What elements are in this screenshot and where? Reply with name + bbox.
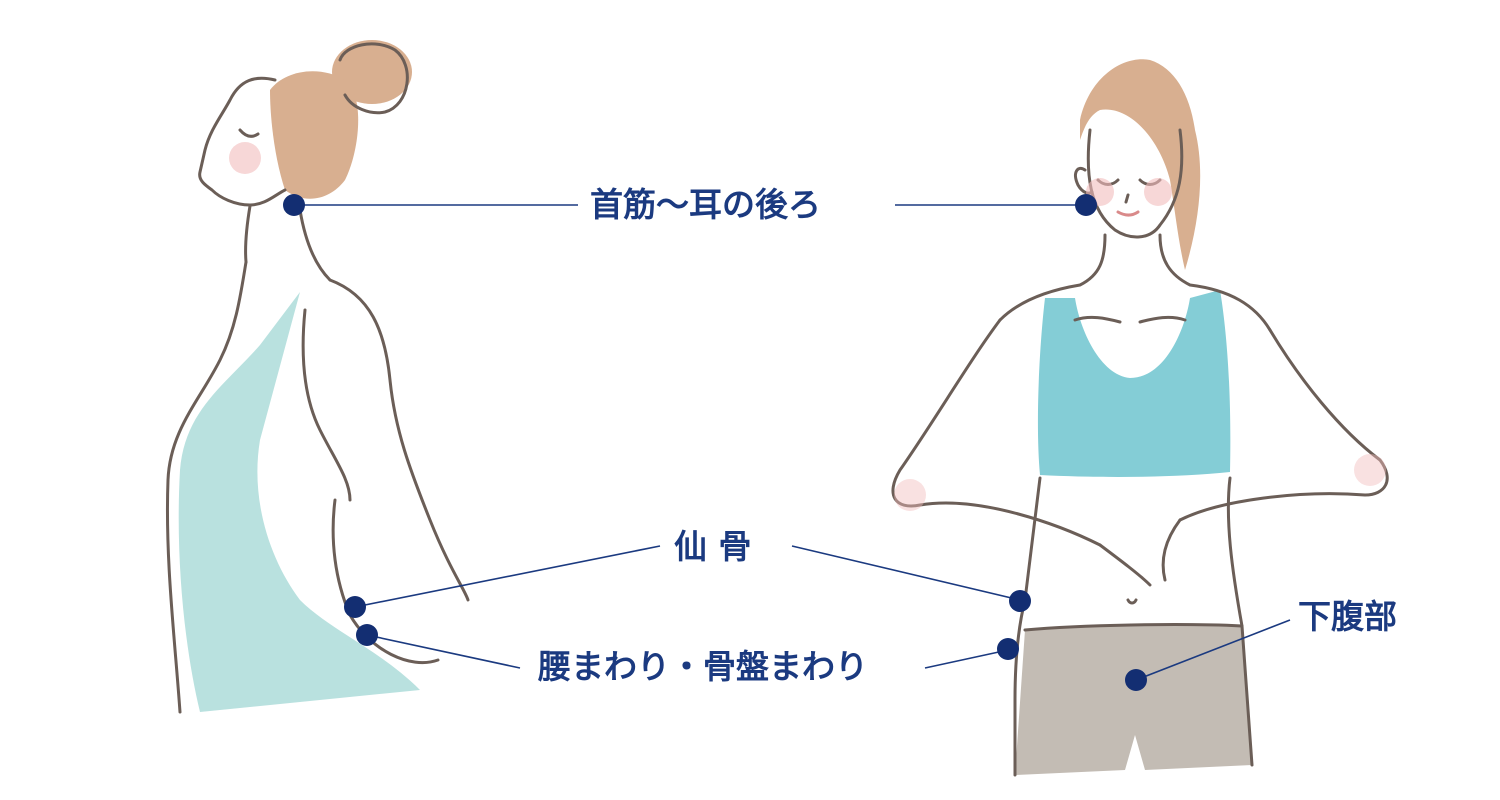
right-cheek-blush-2 [1144,178,1172,206]
label-neck: 首筋〜耳の後ろ [584,188,827,221]
left-cheek-blush [229,142,261,174]
left-hair-bun [332,40,412,104]
right-sports-bra [1037,290,1231,477]
marker-sacrum-left [344,596,366,618]
label-sacrum: 仙 骨 [668,530,758,563]
left-figure [165,40,470,714]
marker-sacrum-right [1009,590,1031,612]
right-shorts [1015,624,1252,775]
right-hair [1080,59,1201,270]
right-figure [891,59,1389,777]
label-waist-pelvis: 腰まわり・骨盤まわり [532,650,874,683]
marker-neck-left [283,194,305,216]
label-lower-abdomen: 下腹部 [1292,600,1403,633]
waist-leader-right [924,649,1009,669]
sacrum-leader-right [791,545,1021,601]
waist-leader-left [366,634,521,669]
marker-abdomen [1125,669,1147,691]
sacrum-leader-left [354,545,661,608]
left-tank-top [178,292,420,712]
marker-waist-right [997,638,1019,660]
marker-waist-left [356,624,378,646]
abdomen-leader [1135,619,1291,681]
right-elbow-blush-2 [1354,454,1386,486]
right-elbow-blush-1 [894,479,926,511]
left-hair [270,71,359,199]
marker-neck-right [1075,194,1097,216]
